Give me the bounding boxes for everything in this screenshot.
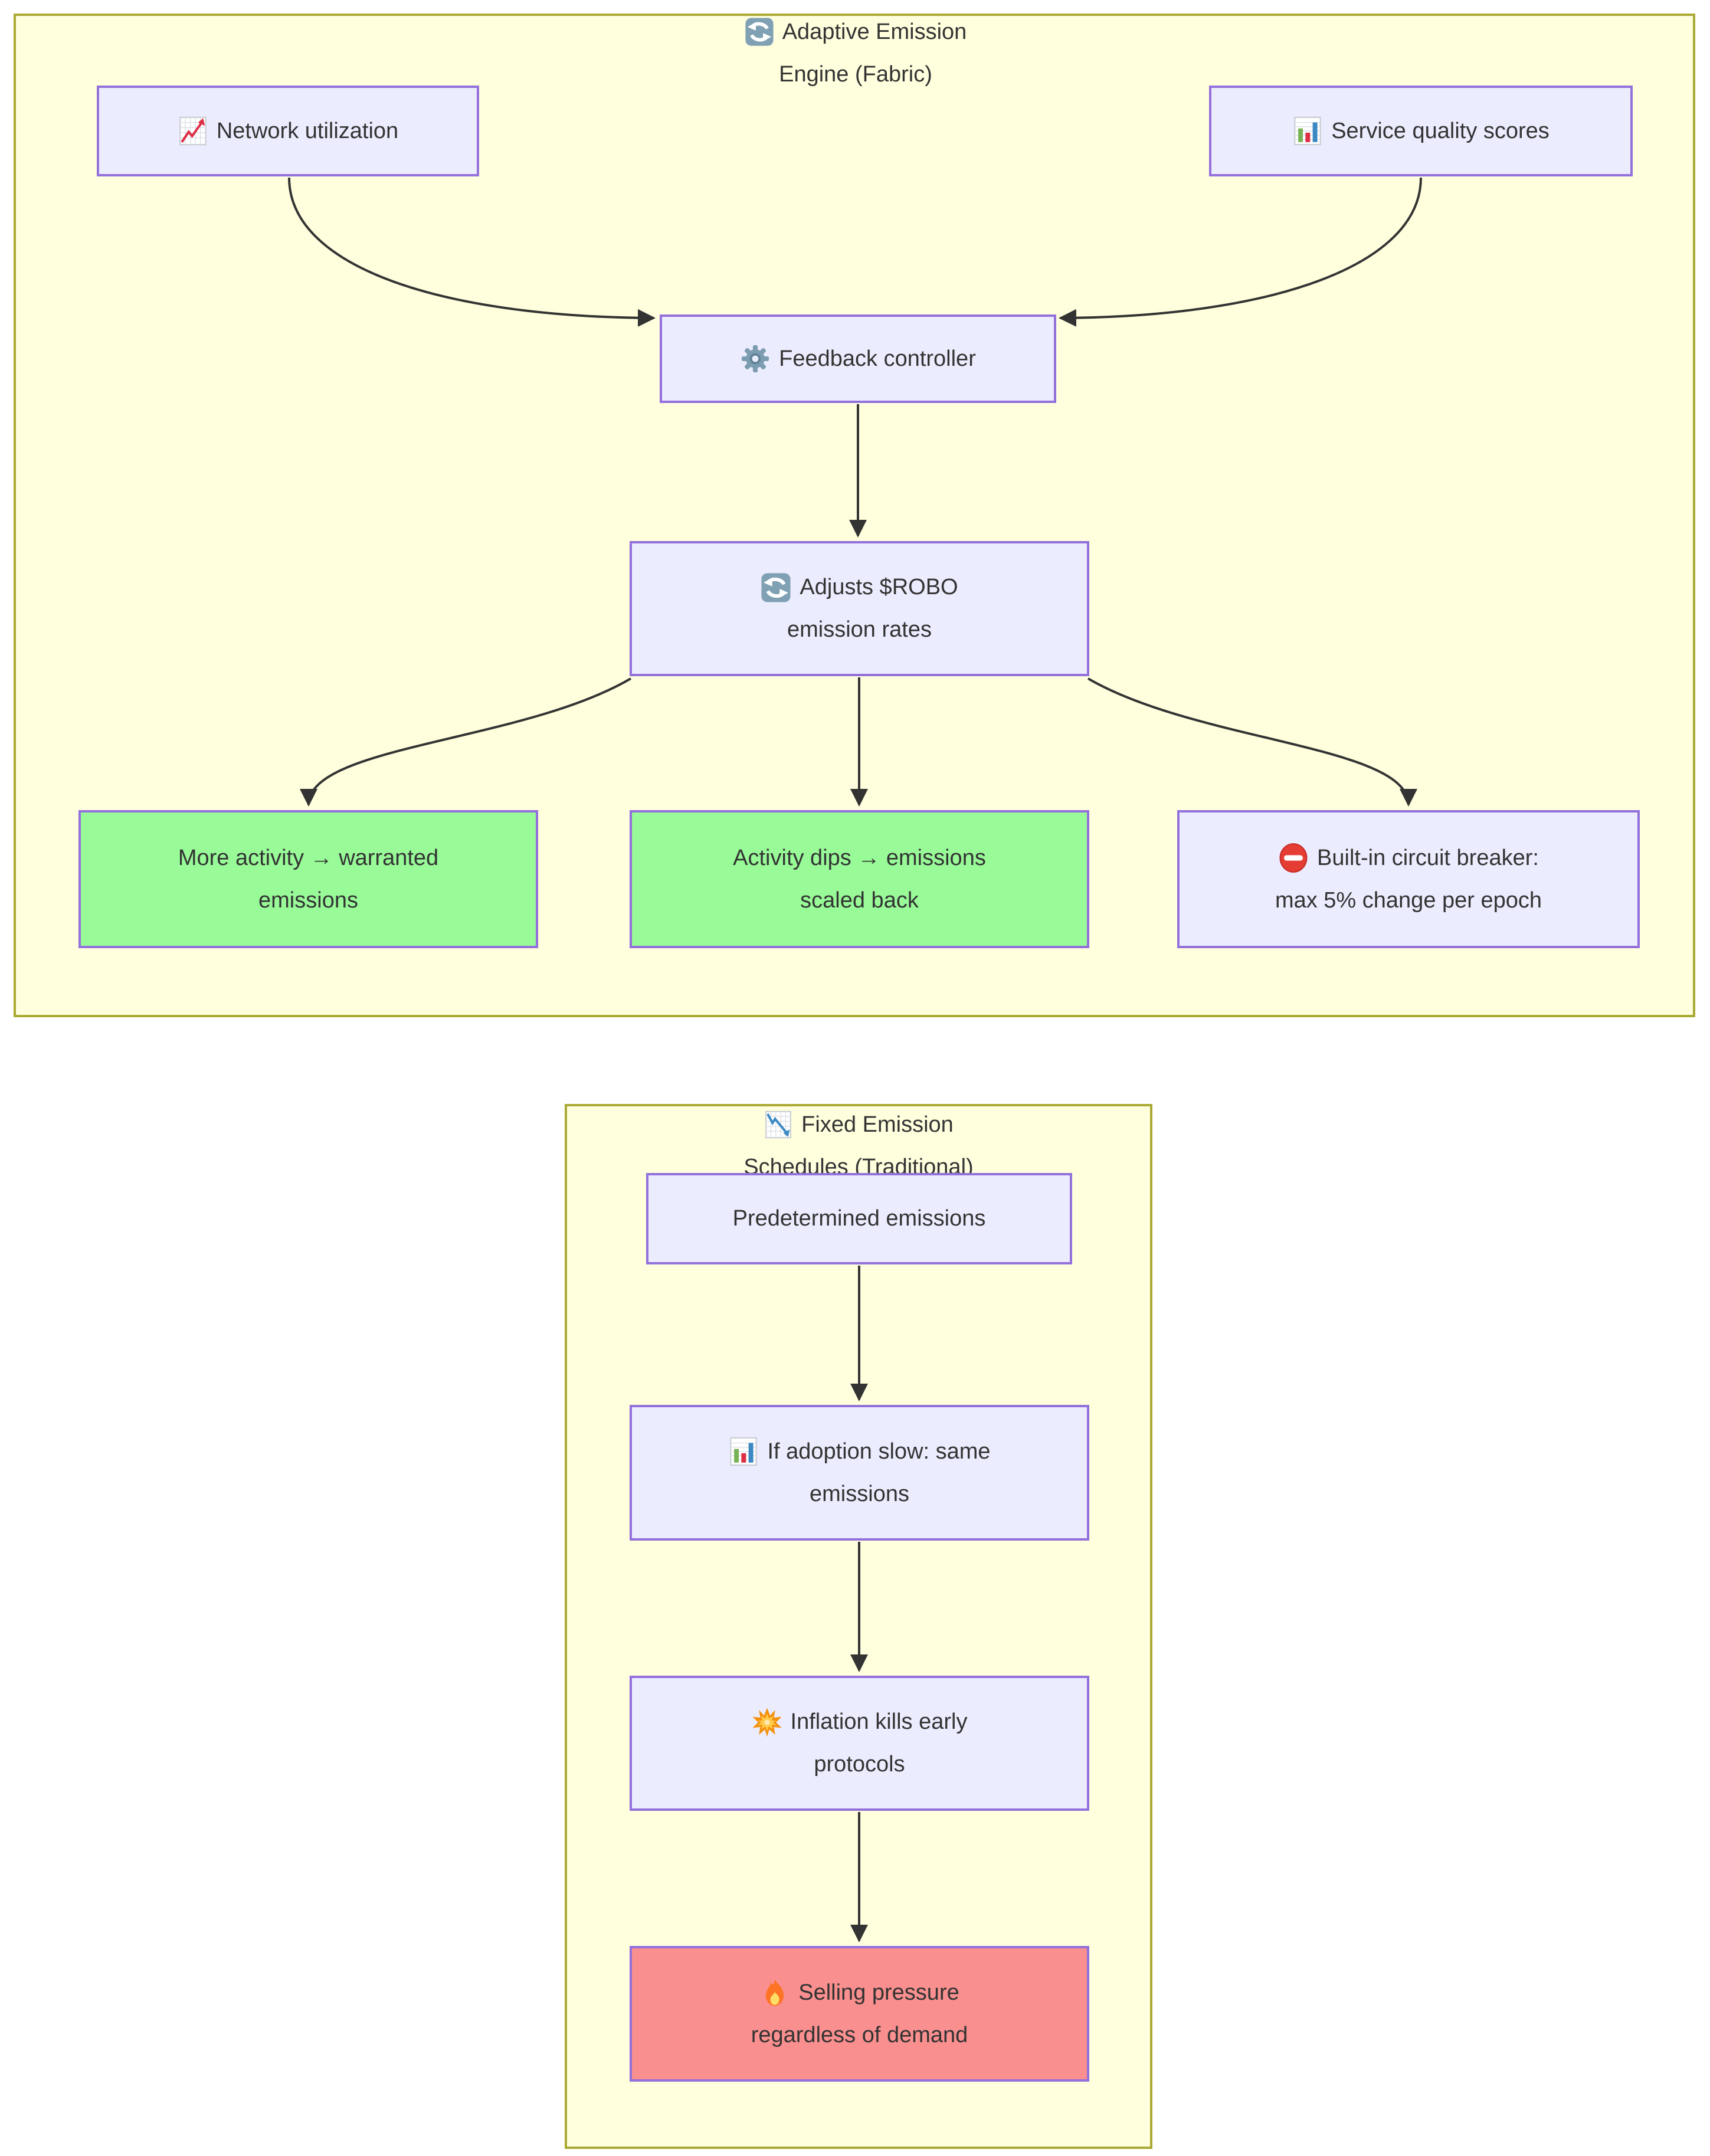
chart-increasing-icon bbox=[178, 116, 208, 146]
node-label-line2: regardless of demand bbox=[751, 2022, 968, 2047]
node-label-line2: emissions bbox=[258, 887, 358, 913]
gear-icon bbox=[740, 343, 771, 374]
node-if-adoption-slow: If adoption slow: same emissions bbox=[630, 1405, 1089, 1541]
cluster-title-line2: Engine (Fabric) bbox=[779, 61, 932, 87]
node-activity-dips-emissions-scaled-back: Activity dips → emissions scaled back bbox=[630, 810, 1089, 948]
fire-icon bbox=[759, 1977, 790, 2008]
cluster-title-line1: Adaptive Emission bbox=[782, 19, 967, 44]
node-label-line1: Built-in circuit breaker: bbox=[1317, 845, 1539, 870]
arrows-refresh-icon bbox=[761, 572, 791, 603]
node-service-quality-scores: Service quality scores bbox=[1209, 86, 1633, 176]
node-label: Feedback controller bbox=[779, 346, 976, 371]
chart-decreasing-icon bbox=[764, 1110, 793, 1139]
node-predetermined-emissions: Predetermined emissions bbox=[646, 1173, 1072, 1264]
node-selling-pressure: Selling pressure regardless of demand bbox=[630, 1946, 1089, 2082]
node-label-line1: Selling pressure bbox=[798, 1980, 959, 2005]
arrows-refresh-icon bbox=[745, 17, 774, 47]
node-network-utilization: Network utilization bbox=[97, 86, 479, 176]
node-adjusts-robo-emission-rates: Adjusts $ROBO emission rates bbox=[630, 541, 1089, 676]
bar-chart-icon bbox=[728, 1436, 759, 1467]
node-circuit-breaker: Built-in circuit breaker: max 5% change … bbox=[1177, 810, 1640, 948]
node-inflation-kills-early-protocols: Inflation kills early protocols bbox=[630, 1676, 1089, 1811]
node-label: Predetermined emissions bbox=[732, 1206, 986, 1231]
node-label-line1: Activity dips → emissions bbox=[733, 845, 986, 870]
node-more-activity-warranted-emissions: More activity → warranted emissions bbox=[78, 810, 538, 948]
node-label-line1: Inflation kills early bbox=[790, 1709, 968, 1734]
no-entry-icon bbox=[1278, 843, 1309, 873]
node-label: Network utilization bbox=[216, 118, 399, 143]
cluster-adaptive-title: Adaptive Emission Engine (Fabric) bbox=[575, 11, 1136, 96]
node-label-line2: emissions bbox=[810, 1481, 909, 1506]
node-label: Service quality scores bbox=[1331, 118, 1550, 143]
node-label-line1: Adjusts $ROBO bbox=[800, 575, 958, 599]
node-label-line2: emission rates bbox=[787, 617, 932, 642]
bar-chart-icon bbox=[1292, 116, 1323, 146]
node-label-line1: If adoption slow: same bbox=[767, 1439, 991, 1464]
node-label-line2: scaled back bbox=[800, 887, 919, 913]
node-label-line1: More activity → warranted bbox=[178, 845, 439, 870]
node-feedback-controller: Feedback controller bbox=[660, 314, 1056, 403]
cluster-title-line1: Fixed Emission bbox=[801, 1112, 954, 1137]
collision-icon bbox=[752, 1707, 782, 1738]
node-label-line2: protocols bbox=[814, 1752, 905, 1777]
node-label-line2: max 5% change per epoch bbox=[1275, 887, 1542, 913]
